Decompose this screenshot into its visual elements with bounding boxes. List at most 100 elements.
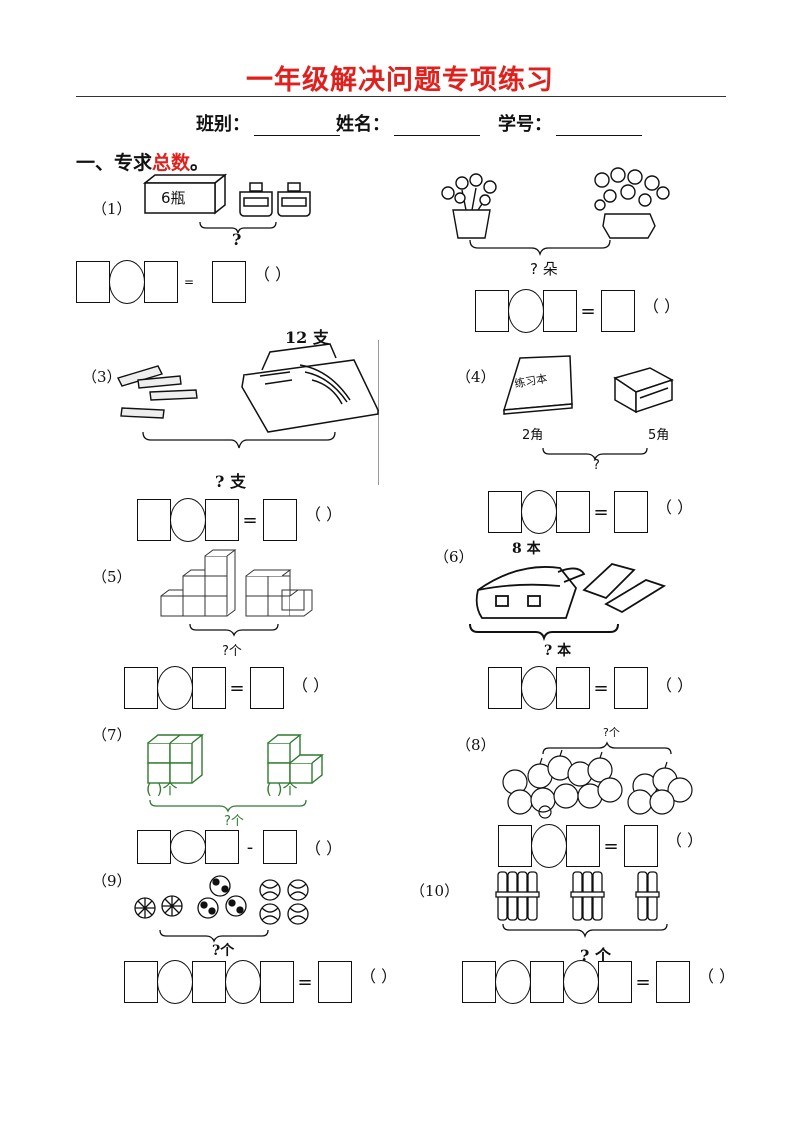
unit-paren[interactable]: （ ） <box>254 265 292 284</box>
section-suffix: 。 <box>190 152 210 174</box>
unit-paren[interactable]: （ ） <box>305 839 343 858</box>
p4-price-right: 5角 <box>648 428 670 443</box>
p7-number: （7） <box>92 726 132 744</box>
name-field: 姓名： <box>336 110 480 136</box>
svg-text:练习本: 练习本 <box>513 371 548 391</box>
result-box[interactable] <box>318 961 352 1003</box>
p9-number: （9） <box>92 872 132 890</box>
unit-paren[interactable]: （ ） <box>292 676 330 695</box>
section-prefix: 一、专求 <box>76 152 153 174</box>
p8-number: （8） <box>456 736 496 754</box>
equals-sign: = <box>297 971 313 993</box>
p7-left-blank[interactable]: ( )个 <box>146 780 178 798</box>
name-blank[interactable] <box>394 115 480 136</box>
answer-box[interactable] <box>192 667 226 709</box>
equals-sign: = <box>603 835 619 857</box>
notebook-icon: 练习本 <box>502 355 573 415</box>
result-box[interactable] <box>263 499 297 541</box>
cube-stack-icon <box>160 549 313 617</box>
p1-box-label: 6瓶 <box>161 189 186 207</box>
answer-box[interactable] <box>556 667 590 709</box>
answer-box[interactable] <box>205 830 239 864</box>
p7-right-blank[interactable]: ( )个 <box>266 780 298 798</box>
result-box[interactable] <box>656 961 690 1003</box>
p9-question: ?个 <box>212 943 235 959</box>
number-blank[interactable] <box>556 115 642 136</box>
p5-number: （5） <box>92 568 132 586</box>
answer-box[interactable] <box>543 290 577 332</box>
p4-number: （4） <box>456 368 496 386</box>
answer-box[interactable] <box>144 261 178 303</box>
unit-paren[interactable]: （ ） <box>360 967 398 986</box>
answer-box[interactable] <box>462 961 496 1003</box>
p3-equation: = （ ） <box>137 498 342 542</box>
p6-number: （6） <box>434 548 474 566</box>
p6-equation: = （ ） <box>488 666 693 710</box>
stick-bundle-icon <box>495 871 660 921</box>
p1-number: （1） <box>92 200 132 218</box>
operator-circle[interactable] <box>495 960 531 1004</box>
p2-question: ? 朵 <box>530 260 558 278</box>
result-box[interactable] <box>614 667 648 709</box>
schoolbag-icon <box>475 566 586 619</box>
answer-box[interactable] <box>556 491 590 533</box>
answer-box[interactable] <box>566 825 600 867</box>
result-box[interactable] <box>250 667 284 709</box>
unit-paren[interactable]: （ ） <box>656 676 694 695</box>
p1-question: ? <box>232 230 242 249</box>
number-label: 学号： <box>498 114 552 135</box>
operator-circle[interactable] <box>563 960 599 1004</box>
crayon-icon <box>117 365 198 419</box>
answer-box[interactable] <box>475 290 509 332</box>
answer-box[interactable] <box>260 961 294 1003</box>
unit-paren[interactable]: （ ） <box>643 297 681 316</box>
p7-equation: - （ ） <box>137 830 342 864</box>
p6-question: ? 本 <box>544 643 572 659</box>
result-box[interactable] <box>624 825 658 867</box>
p7-question: ?个 <box>224 814 244 829</box>
equals-sign: = <box>593 677 609 699</box>
result-box[interactable] <box>212 261 246 303</box>
p10-question: ? 个 <box>580 946 611 965</box>
result-box[interactable] <box>263 830 297 864</box>
answer-box[interactable] <box>76 261 110 303</box>
unit-paren[interactable]: （ ） <box>666 831 704 850</box>
result-box[interactable] <box>601 290 635 332</box>
minus-sign: - <box>246 836 254 858</box>
answer-box[interactable] <box>530 961 564 1003</box>
p2-equation: = （ ） <box>475 289 680 333</box>
equals-sign: = <box>593 501 609 523</box>
bottle-icon <box>239 182 311 217</box>
answer-box[interactable] <box>598 961 632 1003</box>
p5-question: ?个 <box>222 644 242 659</box>
pencil-case-icon <box>613 367 674 414</box>
unit-paren[interactable]: （ ） <box>305 505 343 524</box>
class-blank[interactable] <box>254 115 340 136</box>
section-heading: 一、专求总数。 <box>76 148 209 175</box>
class-label: 班别： <box>196 114 250 135</box>
unit-paren[interactable]: （ ） <box>698 967 736 986</box>
answer-box[interactable] <box>137 830 171 864</box>
p8-equation: = （ ） <box>498 824 703 868</box>
class-field: 班别： <box>196 110 340 136</box>
equals-sign: = <box>635 971 651 993</box>
unit-paren[interactable]: （ ） <box>656 498 694 517</box>
result-box[interactable] <box>614 491 648 533</box>
name-label: 姓名： <box>336 114 390 135</box>
milk-box-icon <box>142 173 228 215</box>
equals-sign: = <box>242 509 258 531</box>
ball-icon <box>134 875 309 925</box>
p8-question: ?个 <box>603 726 620 739</box>
header-divider <box>76 96 726 97</box>
number-field: 学号： <box>498 110 642 136</box>
answer-box[interactable] <box>205 499 239 541</box>
